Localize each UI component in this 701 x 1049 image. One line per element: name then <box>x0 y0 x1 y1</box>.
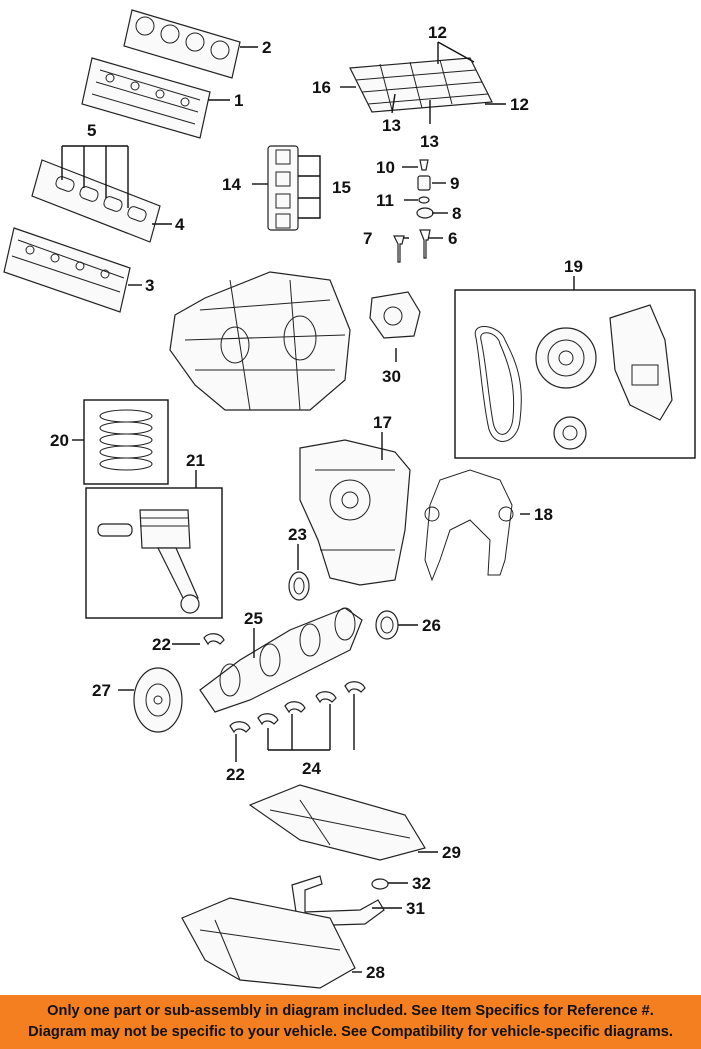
part-engine-block <box>169 271 351 411</box>
callout-31: 31 <box>406 899 425 918</box>
callout-29: 29 <box>442 843 461 862</box>
part-windage-tray <box>248 784 426 861</box>
callout-24: 24 <box>302 759 321 778</box>
part-lifters <box>267 145 299 231</box>
callout-27: 27 <box>92 681 111 700</box>
disclaimer-banner: Only one part or sub-assembly in diagram… <box>0 995 701 1049</box>
callout-12-top: 12 <box>428 23 447 42</box>
callout-22-bottom: 22 <box>226 765 245 784</box>
timing-kit-box <box>454 289 696 459</box>
callout-13-right: 13 <box>420 132 439 151</box>
part-cylinder-head <box>81 57 211 139</box>
callout-11: 11 <box>376 191 394 210</box>
callout-12-right: 12 <box>510 95 529 114</box>
callout-10: 10 <box>376 158 395 177</box>
callout-18: 18 <box>534 505 553 524</box>
part-piston-rod <box>97 509 200 614</box>
part-rear-seal <box>375 610 399 640</box>
part-piston-rings <box>99 409 153 471</box>
part-crankshaft <box>199 607 363 713</box>
callout-labels: 1 2 3 4 5 6 7 8 9 10 11 12 12 13 13 14 1… <box>50 23 583 982</box>
callout-4: 4 <box>175 215 185 234</box>
callout-6: 6 <box>448 229 457 248</box>
callout-26: 26 <box>422 616 441 635</box>
part-bearings <box>203 633 366 734</box>
part-pickup-o-ring <box>371 878 389 890</box>
callout-9: 9 <box>450 174 459 193</box>
part-valve-train <box>393 159 434 263</box>
callout-5: 5 <box>87 121 96 140</box>
part-head-gasket <box>123 9 241 79</box>
part-valve-cover <box>3 227 131 313</box>
callout-20: 20 <box>50 431 69 450</box>
part-oil-pan <box>181 897 356 989</box>
callout-3: 3 <box>145 276 154 295</box>
callout-7: 7 <box>363 229 372 248</box>
leader-lines <box>61 41 575 973</box>
callout-2: 2 <box>262 38 271 57</box>
callout-23: 23 <box>288 525 307 544</box>
part-cam-sprocket <box>535 327 597 389</box>
part-valve-cover-gasket <box>31 159 161 243</box>
callout-32: 32 <box>412 874 431 893</box>
part-timing-chain <box>474 325 522 442</box>
part-chain-tensioner <box>609 304 673 421</box>
callout-30: 30 <box>382 367 401 386</box>
callout-19: 19 <box>564 257 583 276</box>
part-crank-sprocket <box>553 416 587 450</box>
callout-16: 16 <box>312 78 331 97</box>
callout-22-top: 22 <box>152 635 171 654</box>
callout-13-left: 13 <box>382 116 401 135</box>
callout-8: 8 <box>452 204 461 223</box>
callout-1: 1 <box>234 91 243 110</box>
callout-25: 25 <box>244 609 263 628</box>
callout-28: 28 <box>366 963 385 982</box>
callout-14: 14 <box>222 175 241 194</box>
part-oil-pump <box>369 291 421 339</box>
piston-assembly-box <box>85 487 223 619</box>
engine-parts-diagram: 1 2 3 4 5 6 7 8 9 10 11 12 12 13 13 14 1… <box>3 9 696 989</box>
part-timing-cover-gasket <box>424 469 514 582</box>
callout-21: 21 <box>186 451 205 470</box>
callout-17: 17 <box>373 413 392 432</box>
part-timing-cover <box>299 439 411 586</box>
disclaimer-line-1: Only one part or sub-assembly in diagram… <box>47 1003 654 1019</box>
part-front-seal <box>288 571 310 601</box>
callout-15: 15 <box>332 178 351 197</box>
part-rocker-shaft-assembly <box>349 57 493 113</box>
piston-rings-box <box>83 399 169 485</box>
part-harmonic-damper <box>133 667 183 733</box>
disclaimer-line-2: Diagram may not be specific to your vehi… <box>28 1024 673 1040</box>
